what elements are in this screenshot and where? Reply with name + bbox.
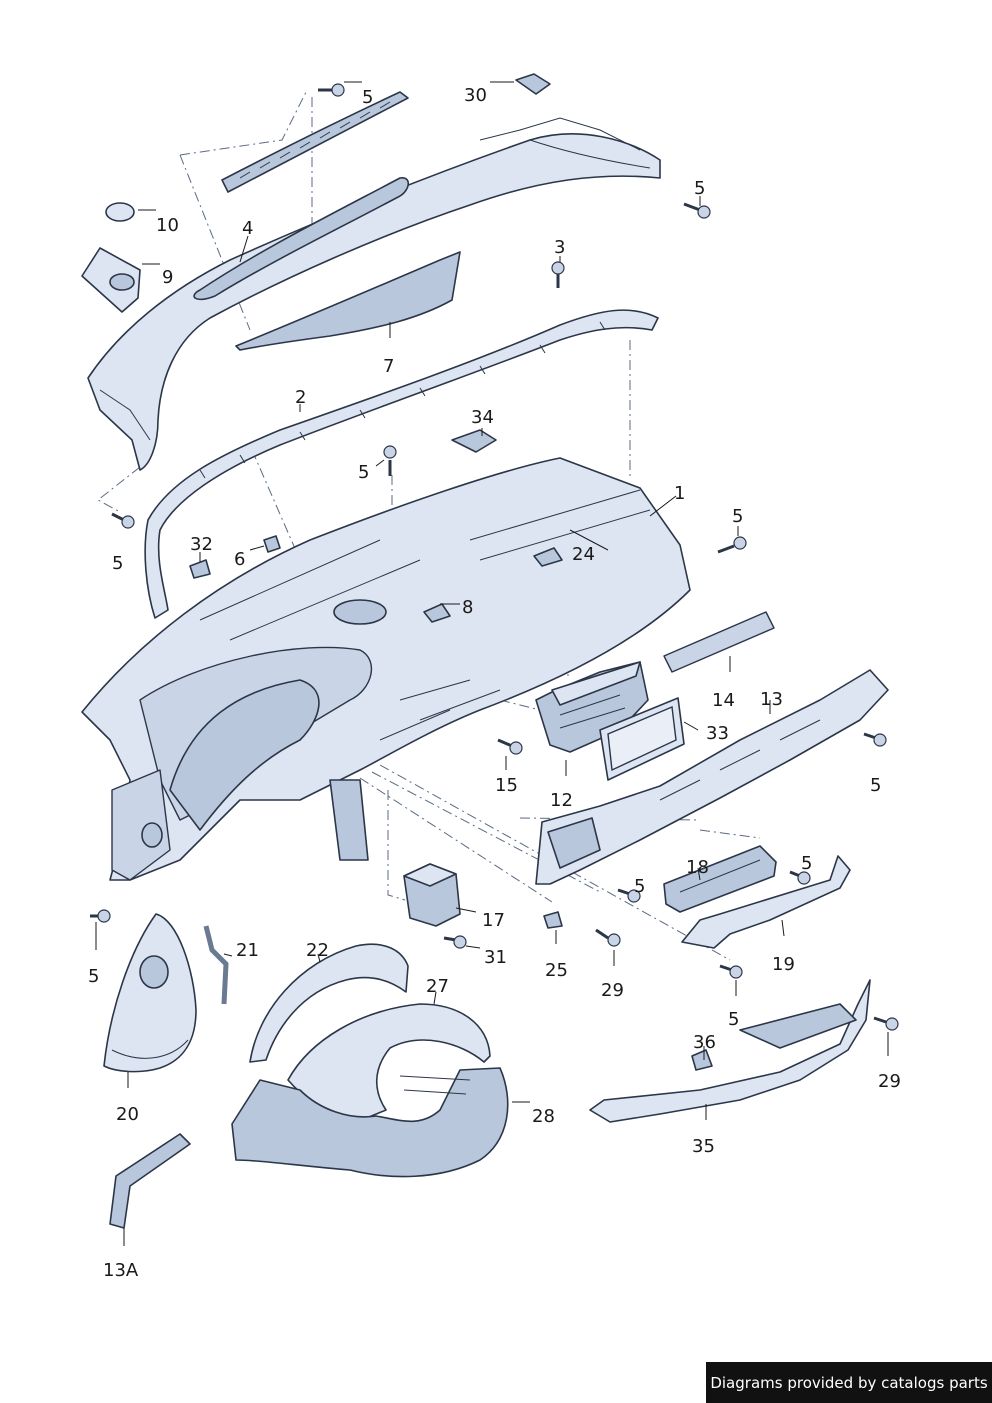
callout-label: 21	[236, 940, 259, 961]
callout-label: 25	[545, 960, 568, 981]
clip-part-24	[533, 547, 563, 567]
column-cover-lower-part-28	[231, 1067, 509, 1178]
trim-strip-part-14	[663, 611, 775, 673]
defroster-vent-grille	[221, 91, 409, 193]
callout-label: 5	[801, 853, 812, 874]
control-panel-part-18	[663, 845, 777, 913]
callout-label: 33	[706, 723, 729, 744]
callout-label: 20	[116, 1104, 139, 1125]
callout-label: 5	[88, 966, 99, 987]
callout-label: 3	[554, 237, 565, 258]
callout-label: 22	[306, 940, 329, 961]
screw-icon	[863, 732, 887, 747]
callout-label: 2	[295, 387, 306, 408]
callout-label: 13A	[103, 1260, 139, 1281]
callout-label: 9	[162, 267, 173, 288]
trim-strip-part-7	[235, 251, 461, 351]
callout-label: 14	[712, 690, 735, 711]
clip-part-30	[515, 73, 551, 95]
side-trim-part-13A	[109, 1133, 191, 1229]
callout-label: 35	[692, 1136, 715, 1157]
callout-label: 5	[732, 506, 743, 527]
clip-part-6	[263, 535, 281, 553]
screw-icon	[383, 445, 397, 476]
callout-label: 5	[728, 1009, 739, 1030]
callout-label: 19	[772, 954, 795, 975]
screw-icon	[683, 202, 711, 219]
dashboard-carrier-part-1	[81, 457, 691, 881]
clip-part-32	[189, 559, 211, 579]
callout-label: 32	[190, 534, 213, 555]
clip-part-34	[451, 429, 497, 453]
callout-label: 5	[694, 178, 705, 199]
display-screen-part-33	[599, 697, 685, 781]
screw-icon	[617, 888, 641, 903]
callout-labels: 5 30 10 4 9 5 3 7 2 34 5 1 5 32 6 5 24 8…	[88, 85, 901, 1281]
trim-frame-part-13	[535, 669, 889, 885]
screw-icon	[551, 261, 565, 288]
screw-icon	[873, 1016, 899, 1031]
callout-label: 6	[234, 549, 245, 570]
round-cap-part-10	[105, 202, 135, 222]
callout-label: 12	[550, 790, 573, 811]
corner-trim-part-9	[81, 247, 141, 313]
callout-label: 30	[464, 85, 487, 106]
callout-label: 13	[760, 689, 783, 710]
clip-part-8	[423, 603, 451, 623]
attribution-text: Diagrams provided by catalogs parts	[710, 1373, 988, 1392]
support-bracket-part-2	[144, 309, 659, 619]
screw-icon	[497, 738, 523, 755]
screw-icon	[719, 964, 743, 979]
cowl-ring-part-22	[249, 943, 409, 1063]
attribution-badge: Diagrams provided by catalogs parts	[706, 1362, 992, 1403]
screw-icon	[717, 536, 747, 554]
switch-module-part-17	[403, 863, 461, 927]
screw-icon	[595, 928, 621, 947]
callout-label: 5	[634, 876, 645, 897]
callout-label: 34	[471, 407, 494, 428]
callout-label: 15	[495, 775, 518, 796]
callout-label: 5	[362, 87, 373, 108]
callout-label: 1	[674, 483, 685, 504]
screw-icon	[443, 935, 467, 949]
callout-label: 31	[484, 947, 507, 968]
callout-label: 36	[693, 1032, 716, 1053]
callout-label: 5	[870, 775, 881, 796]
callout-label: 5	[358, 462, 369, 483]
wire-part-21	[203, 925, 229, 1005]
screw-icon	[318, 83, 345, 97]
clip-part-36	[691, 1049, 713, 1071]
callout-label: 8	[462, 597, 473, 618]
callout-label: 7	[383, 356, 394, 377]
callout-label: 10	[156, 215, 179, 236]
callout-label: 27	[426, 976, 449, 997]
callout-label: 4	[242, 218, 253, 239]
callout-label: 24	[572, 544, 595, 565]
screw-icon	[90, 909, 111, 923]
callout-label: 17	[482, 910, 505, 931]
screw-icon	[111, 512, 135, 529]
screws	[90, 83, 899, 1031]
screw-icon	[789, 870, 811, 885]
clip-part-25	[543, 911, 563, 929]
callout-label: 28	[532, 1106, 555, 1127]
lower-panel-part-35	[589, 979, 871, 1123]
callout-label: 18	[686, 857, 709, 878]
leader-lines	[95, 81, 889, 1246]
lower-trim-part-19	[681, 855, 851, 949]
upper-trim-panel-part-4	[87, 117, 661, 471]
callout-label: 5	[112, 553, 123, 574]
airbag-unit-part-20	[103, 913, 197, 1073]
callout-label: 29	[878, 1071, 901, 1092]
callout-label: 29	[601, 980, 624, 1001]
